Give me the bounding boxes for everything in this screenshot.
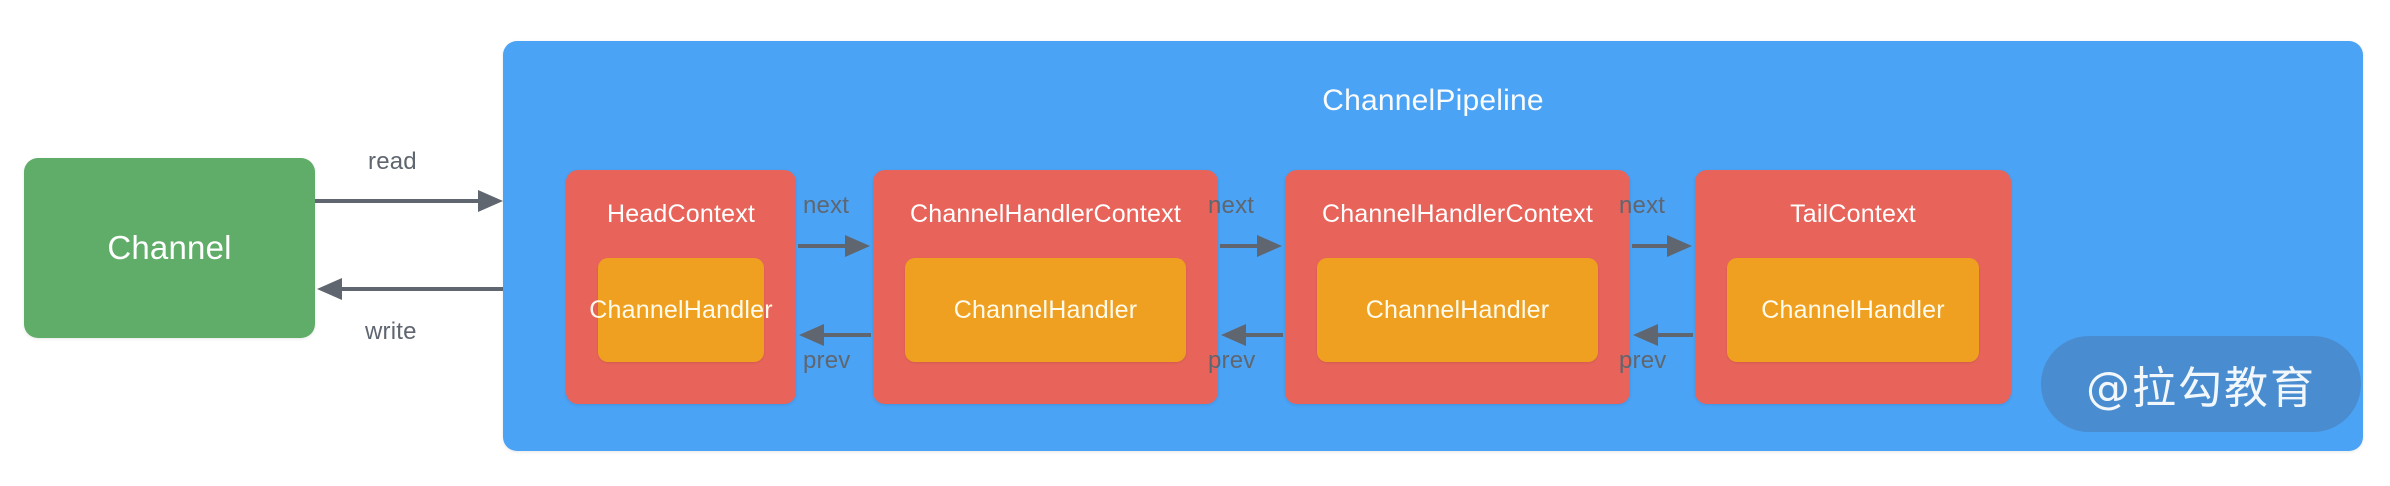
channel-handler-label: ChannelHandler — [1365, 295, 1550, 324]
edge-next-1 — [798, 231, 871, 261]
edge-prev-2 — [1220, 320, 1283, 350]
edge-prev-1 — [798, 320, 871, 350]
channel-node[interactable]: Channel — [24, 158, 315, 338]
watermark-badge: @拉勾教育 — [2041, 336, 2361, 432]
channel-handler-box[interactable]: ChannelHandler — [905, 258, 1186, 362]
edge-next-2-label: next — [1208, 192, 1255, 219]
context-box-1[interactable]: ChannelHandlerContext ChannelHandler — [873, 170, 1218, 404]
channel-handler-box[interactable]: ChannelHandler — [1727, 258, 1979, 362]
context-box-tail[interactable]: TailContext ChannelHandler — [1695, 170, 2011, 404]
context-title: HeadContext — [606, 199, 756, 228]
edge-next-2 — [1220, 231, 1283, 261]
edge-write-label: write — [365, 318, 417, 345]
context-title: ChannelHandlerContext — [909, 199, 1182, 228]
context-box-2[interactable]: ChannelHandlerContext ChannelHandler — [1285, 170, 1630, 404]
edge-next-3 — [1632, 231, 1693, 261]
context-box-head[interactable]: HeadContext ChannelHandler — [566, 170, 796, 404]
channel-handler-label: ChannelHandler — [589, 295, 773, 324]
edge-next-3-label: next — [1619, 192, 1666, 219]
edge-write — [315, 274, 505, 304]
channel-handler-box[interactable]: ChannelHandler — [1317, 258, 1598, 362]
edge-read — [315, 186, 505, 216]
pipeline-title: ChannelPipeline — [1322, 84, 1544, 117]
channel-pipeline-container[interactable]: ChannelPipeline HeadContext ChannelHandl… — [503, 41, 2363, 451]
channel-label: Channel — [107, 229, 232, 266]
edge-prev-2-label: prev — [1208, 347, 1256, 374]
channel-handler-label: ChannelHandler — [1761, 295, 1945, 324]
channel-handler-label: ChannelHandler — [953, 295, 1138, 324]
context-title: TailContext — [1790, 199, 1916, 228]
channel-handler-box[interactable]: ChannelHandler — [589, 258, 773, 362]
edge-prev-3 — [1632, 320, 1693, 350]
edge-prev-3-label: prev — [1619, 347, 1667, 374]
watermark-label: @拉勾教育 — [2086, 363, 2316, 414]
context-title: ChannelHandlerContext — [1321, 199, 1594, 228]
edge-read-label: read — [368, 148, 417, 175]
edge-prev-1-label: prev — [803, 347, 851, 374]
context-row: HeadContext ChannelHandler ChannelHandle… — [503, 41, 2363, 451]
edge-next-1-label: next — [803, 192, 850, 219]
